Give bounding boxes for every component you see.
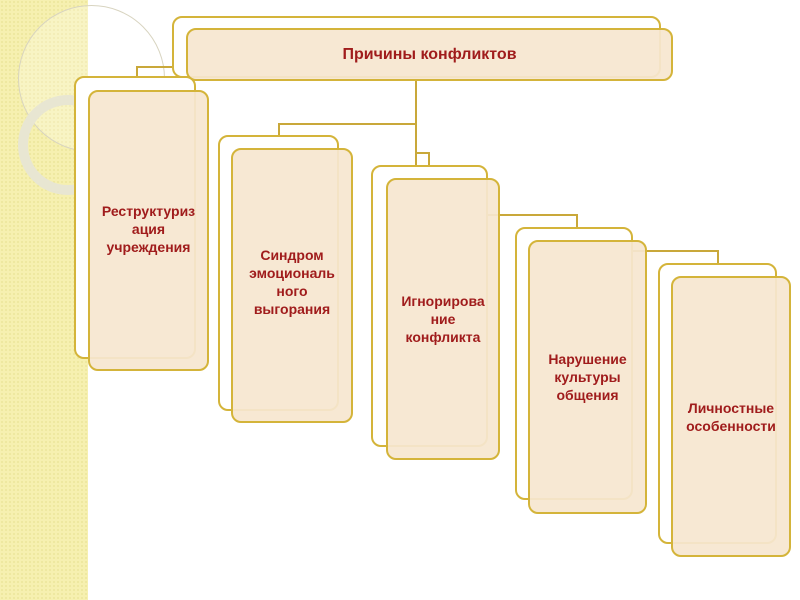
cause-text: Игнорирова ние конфликта bbox=[401, 293, 485, 345]
cause-text: Личностные особенности bbox=[686, 399, 776, 434]
cause-box: Нарушение культуры общения bbox=[528, 240, 647, 514]
connector bbox=[278, 123, 280, 135]
cause-box: Синдром эмоциональ ного выгорания bbox=[231, 148, 353, 423]
connector bbox=[415, 152, 429, 154]
connector bbox=[415, 80, 417, 165]
connector bbox=[487, 214, 578, 216]
title-box: Причины конфликтов bbox=[186, 28, 673, 81]
connector bbox=[136, 66, 138, 76]
connector bbox=[717, 250, 719, 263]
connector bbox=[576, 214, 578, 227]
cause-text: Реструктуриз ация учреждения bbox=[101, 203, 196, 255]
cause-text: Нарушение культуры общения bbox=[548, 351, 627, 403]
cause-text: Синдром эмоциональ ного выгорания bbox=[249, 247, 335, 317]
connector bbox=[136, 66, 186, 68]
cause-box: Личностные особенности bbox=[671, 276, 791, 557]
title-text: Причины конфликтов bbox=[342, 45, 517, 63]
cause-box: Реструктуриз ация учреждения bbox=[88, 90, 209, 371]
connector bbox=[632, 250, 719, 252]
cause-box: Игнорирова ние конфликта bbox=[386, 178, 500, 460]
connector bbox=[278, 123, 417, 125]
connector bbox=[428, 152, 430, 165]
